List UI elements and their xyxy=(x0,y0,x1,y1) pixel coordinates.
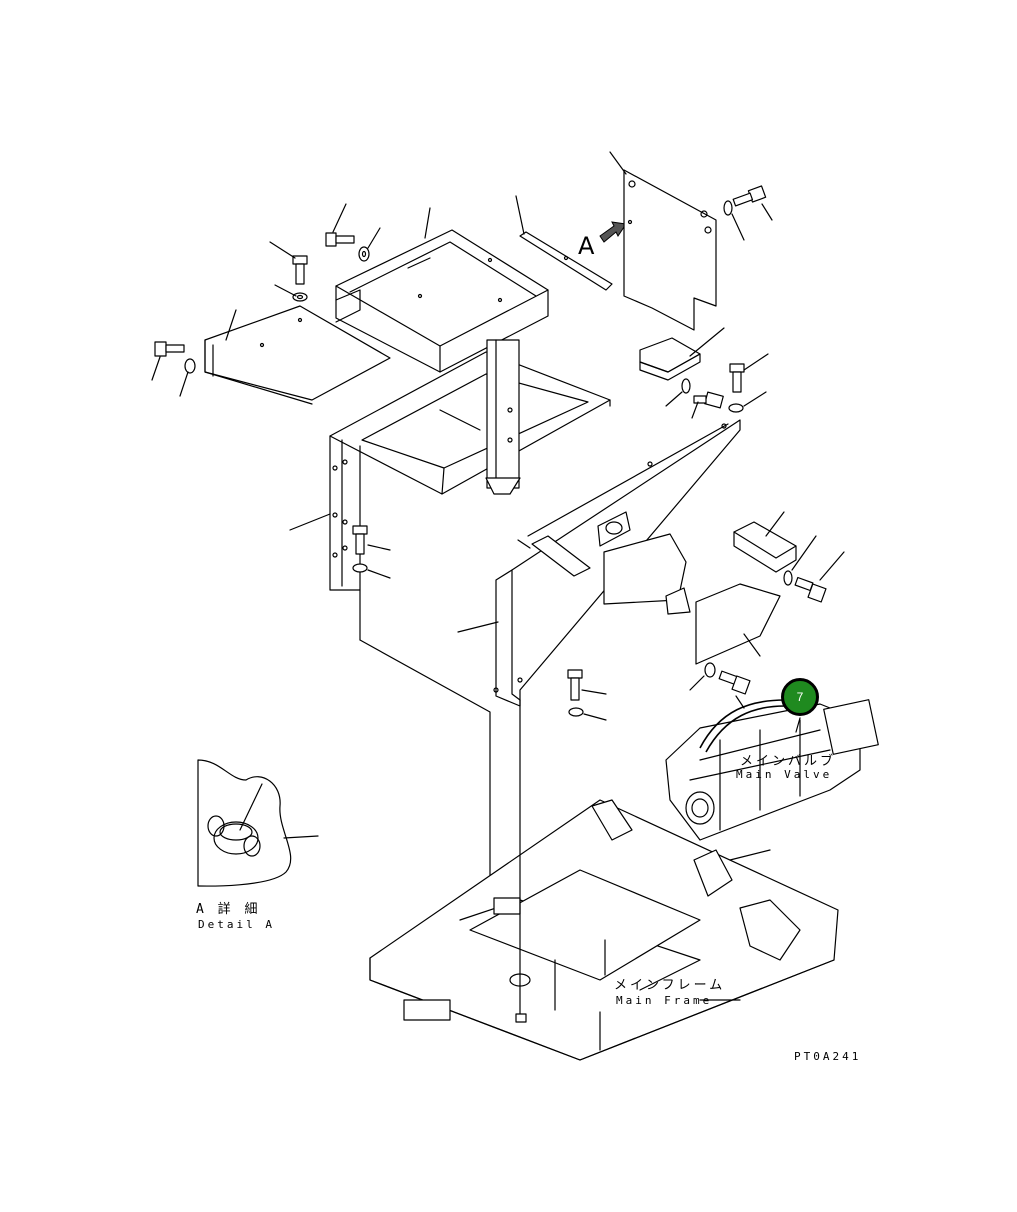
bracket-right-mid xyxy=(733,511,797,573)
bar-plate xyxy=(515,195,613,291)
arrow-label-a: A xyxy=(578,232,595,260)
bolt-top-left-2 xyxy=(325,203,355,247)
bolt-lower-mid-2 xyxy=(718,670,751,709)
washer-far-left xyxy=(179,358,196,397)
detail-a-label-jp: A 詳 細 xyxy=(196,902,261,917)
washer-lower-mid-1 xyxy=(568,707,607,721)
main-valve xyxy=(665,699,879,841)
cabinet-frame xyxy=(289,339,611,921)
washer-top-left-2 xyxy=(358,227,381,262)
main-frame-label-jp: メインフレーム xyxy=(614,978,726,993)
washer-rear-panel xyxy=(723,200,745,241)
detail-a-view xyxy=(197,759,319,887)
inner-panel-left xyxy=(603,533,691,615)
main-frame-label-en: Main Frame xyxy=(616,994,713,1007)
washer-lower-mid-2 xyxy=(689,662,716,691)
drawing-code: PT0A241 xyxy=(794,1050,862,1063)
main-frame xyxy=(369,699,839,1061)
main-valve-label-en: Main Valve xyxy=(736,768,833,781)
bolt-lower-mid-1 xyxy=(567,669,607,701)
bolt-far-left xyxy=(151,341,185,381)
part-callout-7[interactable]: 7 xyxy=(781,678,819,716)
bolt-right-mid xyxy=(794,551,845,603)
bracket-upper-right xyxy=(639,327,725,381)
washer-frame-left xyxy=(352,563,391,579)
washer-bracket-1 xyxy=(665,378,691,407)
top-center-tray xyxy=(335,207,549,373)
washer-top-left-1 xyxy=(274,284,308,302)
rear-panel xyxy=(609,151,717,331)
direction-arrow-a xyxy=(599,221,627,243)
detail-a-label-en: Detail A xyxy=(198,918,275,931)
main-valve-label-jp: メインバルブ xyxy=(740,754,837,769)
washer-bracket-2 xyxy=(728,391,767,413)
bolt-top-left-1 xyxy=(269,241,308,285)
bolt-bracket-1 xyxy=(729,353,769,393)
callout-7-leader xyxy=(795,717,801,733)
washer-right-mid xyxy=(783,535,817,586)
bolt-frame-left xyxy=(352,525,391,555)
bolt-rear-panel xyxy=(732,185,773,221)
inner-panel-right xyxy=(695,583,781,665)
top-left-cover-plate xyxy=(204,305,391,405)
bolt-bracket-2 xyxy=(691,391,724,419)
